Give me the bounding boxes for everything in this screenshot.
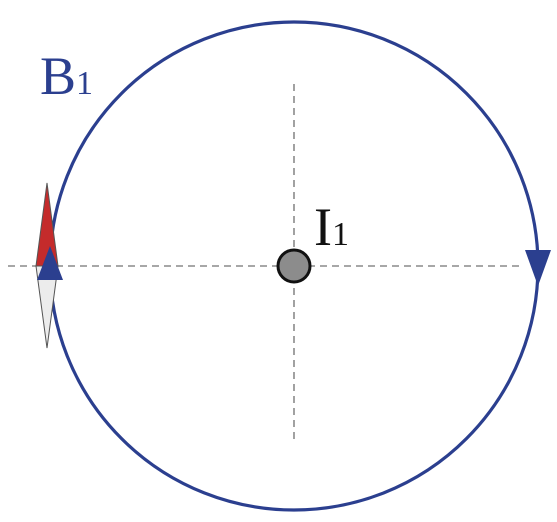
wire-cross-section <box>276 248 312 284</box>
field-arrow-down-icon <box>525 250 551 286</box>
field-subscript: 1 <box>76 65 93 102</box>
current-subscript: 1 <box>332 216 349 253</box>
field-arrow-up-icon <box>37 246 63 280</box>
current-symbol: I <box>314 197 332 257</box>
field-label: B1 <box>40 46 93 106</box>
current-label: I1 <box>314 197 349 257</box>
field-symbol: B <box>40 46 76 106</box>
